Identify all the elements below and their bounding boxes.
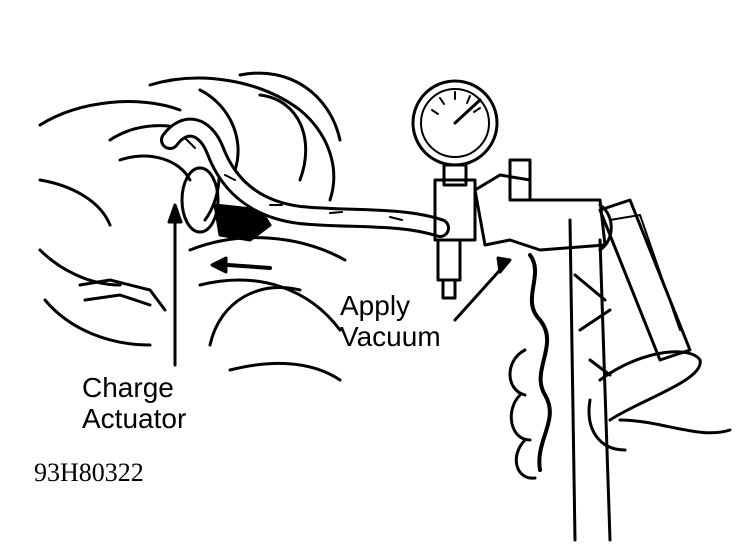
apply-vacuum-line2: Vacuum [340,321,441,352]
charge-actuator-label: Charge Actuator [82,372,186,434]
apply-vacuum-label: Apply Vacuum [340,290,441,352]
engine-background [38,71,347,382]
charge-actuator-line1: Charge [82,372,174,403]
leader-lines [167,203,512,367]
vacuum-hose [160,117,450,238]
figure-number: 93H80322 [34,458,144,487]
vacuum-gauge [411,79,499,300]
charge-actuator-line2: Actuator [82,403,187,434]
hand [508,348,732,480]
vacuum-pump [473,158,692,542]
apply-vacuum-line1: Apply [340,290,411,321]
